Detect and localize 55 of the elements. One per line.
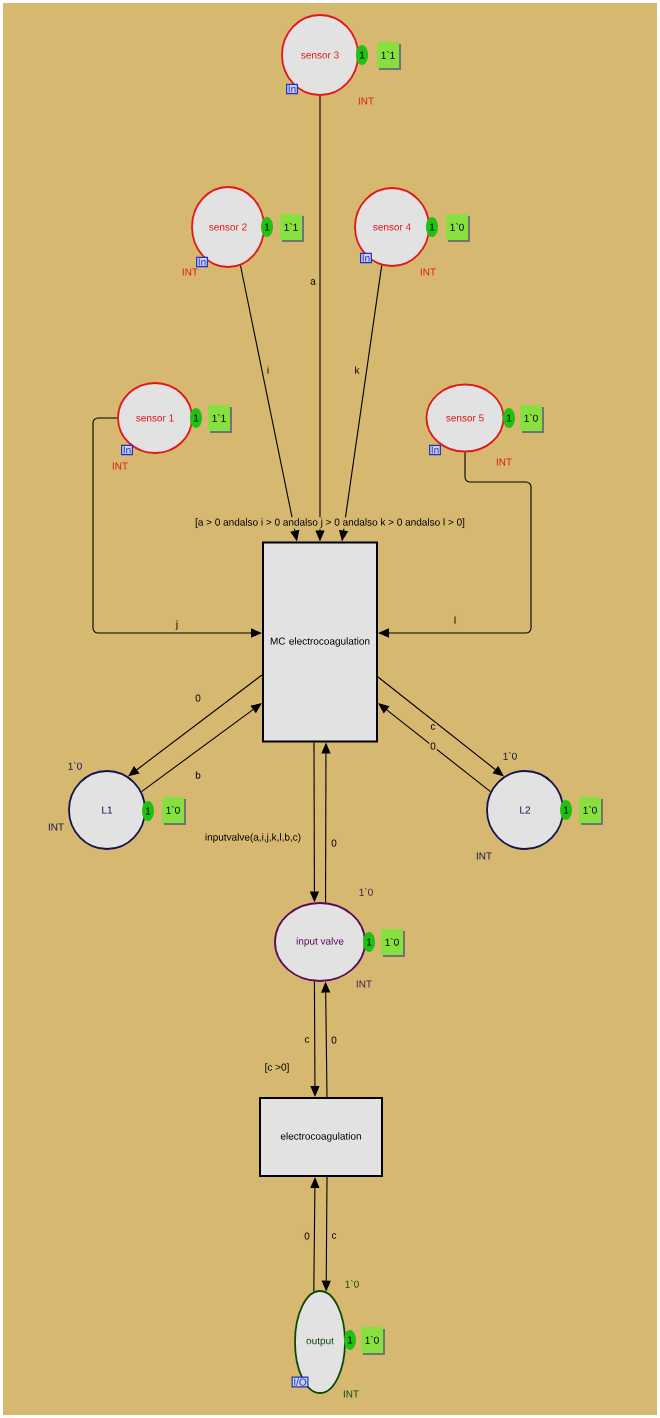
type-label: INT [182,268,198,276]
arrow [128,674,263,777]
arrow [378,451,532,638]
type-label: INT [420,268,436,276]
port-tag: In [429,444,441,456]
marking-box: 1`0 [579,797,603,825]
type-label: INT [476,852,492,860]
initial-marking-label: 1`0 [503,752,517,760]
marking-box: 1`1 [377,42,401,70]
type-label: INT [48,823,64,831]
transition-box: MC electrocoagulation [262,541,378,743]
port-tag: I/O [291,1376,309,1388]
port-tag: In [121,444,133,456]
edge-label: b [194,770,202,780]
guard-label: [c >0] [263,1062,291,1074]
edge-label: c [303,1036,311,1044]
marking-box: 1`0 [520,405,544,433]
marking-box: 1`0 [162,797,186,825]
edge-label: 0 [330,838,338,848]
edge-label: a [309,278,317,286]
edge-label: 0 [330,1035,338,1045]
port-tag: In [196,256,208,268]
edge-label: i [265,365,271,375]
arrow [92,417,262,638]
port-tag: In [286,83,298,95]
edge-label: 0 [429,741,437,751]
initial-marking-label: 1`0 [345,1280,359,1288]
arrow [141,703,262,793]
edge-label: l [452,615,458,625]
marking-box: 1`1 [208,405,232,433]
transition-box: electrocoagulation [259,1097,383,1177]
arrow [310,1177,320,1293]
arrow [310,981,320,1097]
type-label: INT [343,1390,359,1398]
initial-marking-label: 1`0 [359,888,373,896]
arrow [378,703,491,793]
edge-label: c [429,723,437,731]
type-label: INT [112,462,128,470]
edge-label: 0 [303,1231,311,1241]
marking-box: 1`0 [361,1327,385,1355]
marking-box: 1`1 [280,214,304,242]
edge-label: inputvalve(a,i,j,k,l,b,c) [203,832,303,844]
marking-box: 1`0 [446,214,470,242]
type-label: INT [496,458,512,466]
initial-marking-label: 1`0 [68,762,82,770]
port-tag: In [360,252,372,264]
edge-label: k [353,365,361,375]
guard-label: [a > 0 andalso i > 0 andalso j > 0 andalso k > 0 andalso l > 0] [194,517,466,529]
marking-box: 1`0 [381,929,405,957]
edge-label: c [330,1232,338,1240]
edge-label: 0 [194,693,202,703]
edge-label: j [174,619,180,631]
arrow [377,676,504,777]
type-label: INT [356,980,372,988]
type-label: INT [358,97,374,105]
